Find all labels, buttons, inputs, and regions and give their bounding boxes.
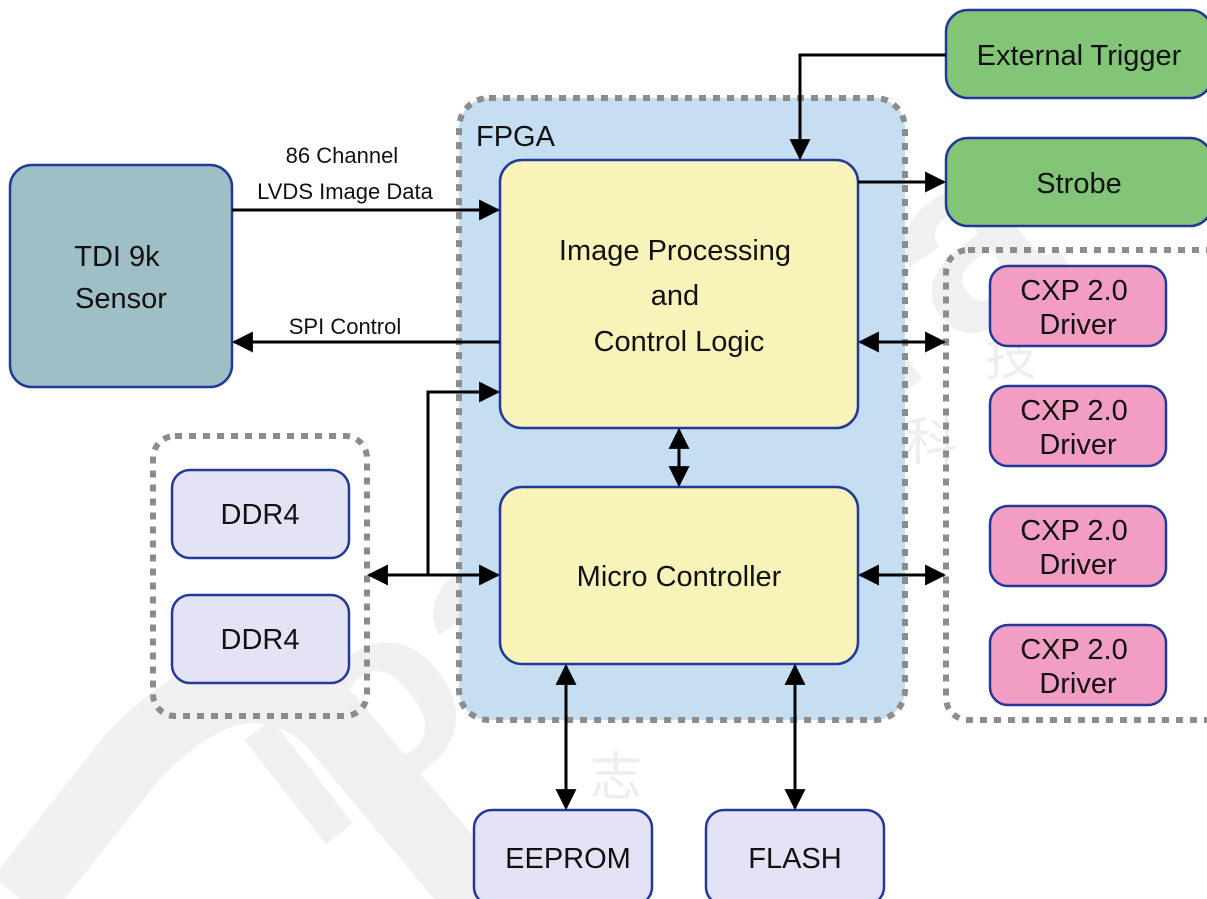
cxp-driver-group — [943, 247, 1207, 723]
tdi-sensor-block — [8, 163, 234, 389]
ddr4-block — [170, 468, 351, 560]
cxp-driver-block — [988, 623, 1168, 707]
watermark-logo-mark — [0, 653, 507, 899]
external-trigger-label: External Trigger — [977, 40, 1182, 72]
cxp-driver-4-label-line-1: CXP 2.0 — [1020, 634, 1127, 666]
cxp-driver-3-label-line-2: Driver — [1039, 549, 1117, 581]
cxp-driver-block — [988, 264, 1168, 348]
image-processing-label-line-3: Control Logic — [594, 326, 765, 358]
ddr4-1-label: DDR4 — [221, 499, 300, 531]
svg-text:CXP 2.0 Driver: CXP 2.0 Driver — [1020, 515, 1136, 581]
ddr4-2-label: DDR4 — [221, 624, 300, 656]
image-processing-label-line-2: and — [651, 280, 699, 312]
svg-text:CXP 2.0 Driver: CXP 2.0 Driver — [1020, 275, 1136, 341]
cxp-driver-4-label-line-2: Driver — [1039, 668, 1117, 700]
image-processing-label-line-1: Image Processing — [559, 235, 791, 267]
ddr4-branch-arrow — [426, 381, 501, 575]
svg-text:TDI 9k Sensor: TDI 9k Sensor — [74, 241, 167, 315]
ddr4-block — [170, 593, 351, 685]
watermark-cjk-5: 科 — [905, 413, 957, 473]
eeprom-label: EEPROM — [505, 843, 631, 875]
sensor-label-line-2: Sensor — [75, 283, 167, 315]
svg-text:Image Processing and C: Image Processing and Control Logic — [559, 235, 799, 358]
lvds-label-line-2: LVDS Image Data — [257, 179, 433, 204]
flash-label: FLASH — [748, 843, 841, 875]
svg-text:CXP 2.0 Driver: CXP 2.0 Driver — [1020, 395, 1136, 461]
fpga-label: FPGA — [476, 121, 556, 153]
watermark-cjk-1: 志 — [590, 748, 642, 808]
spi-control-label: SPI Control — [289, 314, 402, 339]
connectors — [231, 53, 947, 811]
svg-text:CXP 2.0 Driver: CXP 2.0 Driver — [1020, 634, 1136, 700]
strobe-label: Strobe — [1036, 168, 1121, 200]
sensor-label-line-1: TDI 9k — [74, 241, 160, 273]
external-trigger-arrow — [789, 53, 946, 161]
cxp-driver-2-label-line-1: CXP 2.0 — [1020, 395, 1127, 427]
cxp-driver-block — [988, 504, 1168, 588]
lvds-label-line-1: 86 Channel — [286, 143, 399, 168]
cxp-driver-1-label-line-1: CXP 2.0 — [1020, 275, 1127, 307]
cxp-driver-3-label-line-1: CXP 2.0 — [1020, 515, 1127, 547]
micro-controller-label: Micro Controller — [577, 561, 782, 593]
cxp-driver-2-label-line-2: Driver — [1039, 429, 1117, 461]
svg-text:86 Channel LVDS Image Data: 86 Channel LVDS Image Data — [257, 143, 433, 204]
cxp-driver-1-label-line-2: Driver — [1039, 309, 1117, 341]
cxp-driver-block — [988, 384, 1168, 468]
